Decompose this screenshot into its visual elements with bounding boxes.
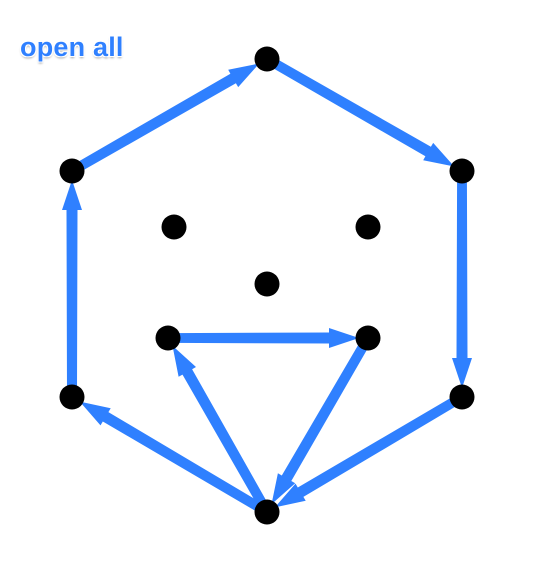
dot-upper-left bbox=[59, 158, 85, 184]
arrow-upper-right-to-lower-right bbox=[452, 174, 472, 388]
dot-center bbox=[254, 271, 280, 297]
dot-top bbox=[254, 46, 280, 72]
dot-inner-lower-left bbox=[155, 325, 181, 351]
nodes-layer bbox=[59, 46, 475, 525]
arrow-inner-lower-left-to-inner-lower-right bbox=[171, 328, 359, 348]
dot-inner-lower-right bbox=[355, 325, 381, 351]
dot-inner-upper-right bbox=[355, 214, 381, 240]
arrow-upper-left-to-top bbox=[72, 63, 260, 174]
arrow-bottom-to-inner-lower-left bbox=[172, 345, 270, 512]
dot-upper-right bbox=[449, 158, 475, 184]
arrow-lower-right-to-bottom bbox=[274, 394, 462, 508]
arrow-top-to-upper-right bbox=[267, 56, 455, 167]
dot-lower-left bbox=[59, 384, 85, 410]
arrow-inner-lower-right-to-bottom bbox=[271, 338, 371, 505]
dot-bottom bbox=[254, 499, 280, 525]
dot-inner-upper-left bbox=[161, 214, 187, 240]
title-label: open all bbox=[20, 32, 124, 62]
dot-lower-right bbox=[449, 384, 475, 410]
arrow-lower-left-to-upper-left bbox=[62, 180, 82, 394]
edges-layer bbox=[62, 56, 472, 515]
arrow-bottom-to-lower-left bbox=[79, 401, 267, 515]
